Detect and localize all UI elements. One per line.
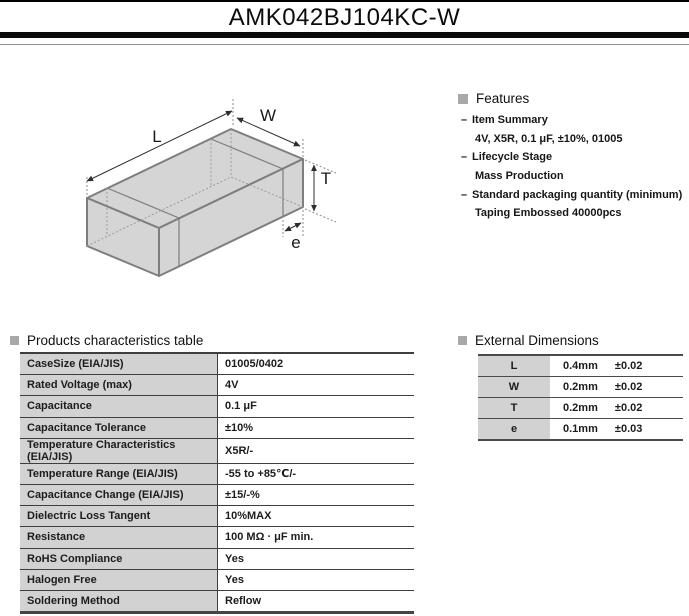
- chip-dimension-diagram: L W T e: [86, 99, 337, 277]
- table-row: Temperature Range (EIA/JIS) -55 to +85℃/…: [20, 462, 414, 485]
- table-row: Dielectric Loss Tangent 10%MAX: [20, 505, 414, 527]
- row-label: Dielectric Loss Tangent: [20, 505, 218, 527]
- row-value: 100 MΩ · μF min.: [217, 526, 414, 548]
- width-label: W: [260, 106, 276, 125]
- characteristics-heading-label: Products characteristics table: [27, 333, 204, 348]
- row-value: 01005/0402: [217, 353, 414, 375]
- table-row: Capacitance Tolerance ±10%: [20, 416, 414, 439]
- row-value: 4V: [217, 374, 414, 396]
- dimension-tolerance: ±0.02: [614, 402, 643, 414]
- table-row: e 0.1mm ±0.03: [478, 418, 683, 440]
- feature-item: – Lifecycle Stage: [458, 148, 689, 167]
- characteristics-heading: Products characteristics table: [10, 333, 203, 348]
- feature-item-label: Standard packaging quantity (minimum): [472, 188, 683, 201]
- dimension-symbol: L: [478, 355, 550, 377]
- features-heading-label: Features: [476, 91, 530, 106]
- table-row: RoHS Compliance Yes: [20, 547, 414, 570]
- features-heading: Features: [458, 91, 529, 106]
- extension-lines: [86, 99, 337, 237]
- features-list: – Item Summary 4V, X5R, 0.1 μF, ±10%, 01…: [458, 111, 689, 223]
- section-bullet-icon: [10, 336, 19, 345]
- row-label: Capacitance: [20, 395, 218, 418]
- row-value: Yes: [217, 547, 414, 570]
- row-value: ±10%: [217, 416, 414, 439]
- length-label: L: [152, 127, 161, 146]
- section-bullet-icon: [458, 336, 467, 345]
- table-row: Temperature Characteristics (EIA/JIS) X5…: [20, 437, 414, 464]
- header-thick-rule: [0, 32, 689, 38]
- feature-detail-text: Taping Embossed 40000pcs: [475, 207, 622, 220]
- header-thin-rule: [0, 44, 689, 45]
- row-value: Reflow: [217, 589, 414, 613]
- external-dimensions-heading-label: External Dimensions: [475, 333, 599, 348]
- electrode-label: e: [291, 233, 300, 252]
- table-row: Rated Voltage (max) 4V: [20, 374, 414, 396]
- row-label: Rated Voltage (max): [20, 374, 218, 396]
- row-label: Halogen Free: [20, 568, 218, 591]
- table-row: Resistance 100 MΩ · μF min.: [20, 526, 414, 548]
- table-row: T 0.2mm ±0.02: [478, 397, 683, 419]
- dimension-arrows: [86, 110, 317, 232]
- row-label: CaseSize (EIA/JIS): [20, 353, 218, 375]
- dash-bullet: –: [461, 151, 468, 164]
- feature-item-detail: Mass Production: [458, 167, 689, 186]
- dimension-nominal: 0.2mm: [563, 381, 598, 393]
- table-row: W 0.2mm ±0.02: [478, 376, 683, 398]
- top-rule: [0, 0, 689, 2]
- row-value: 0.1 μF: [217, 395, 414, 418]
- dimension-tolerance: ±0.03: [614, 423, 643, 435]
- row-value: ±15/-%: [217, 483, 414, 506]
- dimension-tolerance: ±0.02: [614, 381, 643, 393]
- section-bullet-icon: [458, 93, 468, 104]
- external-dimensions-table: L 0.4mm ±0.02 W 0.2mm ±0.02 T 0.2mm ±0.0…: [478, 354, 683, 441]
- external-dimensions-heading: External Dimensions: [458, 333, 599, 348]
- feature-item: – Item Summary: [458, 111, 689, 130]
- feature-item-detail: Taping Embossed 40000pcs: [458, 204, 689, 223]
- dimension-value: 0.1mm ±0.03: [550, 418, 683, 440]
- table-row: L 0.4mm ±0.02: [478, 355, 683, 377]
- feature-item-label: Lifecycle Stage: [472, 151, 553, 164]
- page-title: AMK042BJ104KC-W: [228, 4, 461, 31]
- characteristics-table: CaseSize (EIA/JIS) 01005/0402 Rated Volt…: [20, 352, 414, 615]
- feature-item-detail: 4V, X5R, 0.1 μF, ±10%, 01005: [458, 130, 689, 149]
- table-row: Soldering Method Reflow: [20, 589, 414, 613]
- chip-body: [86, 128, 304, 277]
- dimension-nominal: 0.4mm: [563, 360, 598, 372]
- dash-bullet: –: [461, 114, 468, 127]
- feature-item-label: Item Summary: [472, 114, 548, 127]
- dimension-value: 0.2mm ±0.02: [550, 397, 683, 419]
- thickness-label: T: [321, 169, 331, 188]
- row-label: RoHS Compliance: [20, 547, 218, 570]
- row-value: -55 to +85℃/-: [217, 462, 414, 485]
- row-label: Soldering Method: [20, 589, 218, 613]
- row-label: Resistance: [20, 526, 218, 548]
- table-row: Halogen Free Yes: [20, 568, 414, 591]
- row-label: Temperature Characteristics (EIA/JIS): [20, 437, 218, 464]
- row-value: X5R/-: [217, 437, 414, 464]
- row-label: Capacitance Change (EIA/JIS): [20, 483, 218, 506]
- table-row: CaseSize (EIA/JIS) 01005/0402: [20, 353, 414, 375]
- dimension-nominal: 0.1mm: [563, 423, 598, 435]
- electrode-lines: [106, 138, 284, 266]
- dimension-tolerance: ±0.02: [614, 360, 643, 372]
- table-row: Capacitance 0.1 μF: [20, 395, 414, 418]
- dimension-symbol: e: [478, 418, 550, 440]
- dimension-nominal: 0.2mm: [563, 402, 598, 414]
- feature-detail-text: Mass Production: [475, 170, 564, 183]
- row-label: Capacitance Tolerance: [20, 416, 218, 439]
- dimension-value: 0.4mm ±0.02: [550, 355, 683, 377]
- row-label: Temperature Range (EIA/JIS): [20, 462, 218, 485]
- row-value: Yes: [217, 568, 414, 591]
- feature-item: – Standard packaging quantity (minimum): [458, 185, 689, 204]
- row-value: 10%MAX: [217, 505, 414, 527]
- dimension-symbol: T: [478, 397, 550, 419]
- dimension-value: 0.2mm ±0.02: [550, 376, 683, 398]
- dimension-symbol: W: [478, 376, 550, 398]
- table-row: Capacitance Change (EIA/JIS) ±15/-%: [20, 483, 414, 506]
- feature-detail-text: 4V, X5R, 0.1 μF, ±10%, 01005: [475, 132, 623, 145]
- dash-bullet: –: [461, 188, 468, 201]
